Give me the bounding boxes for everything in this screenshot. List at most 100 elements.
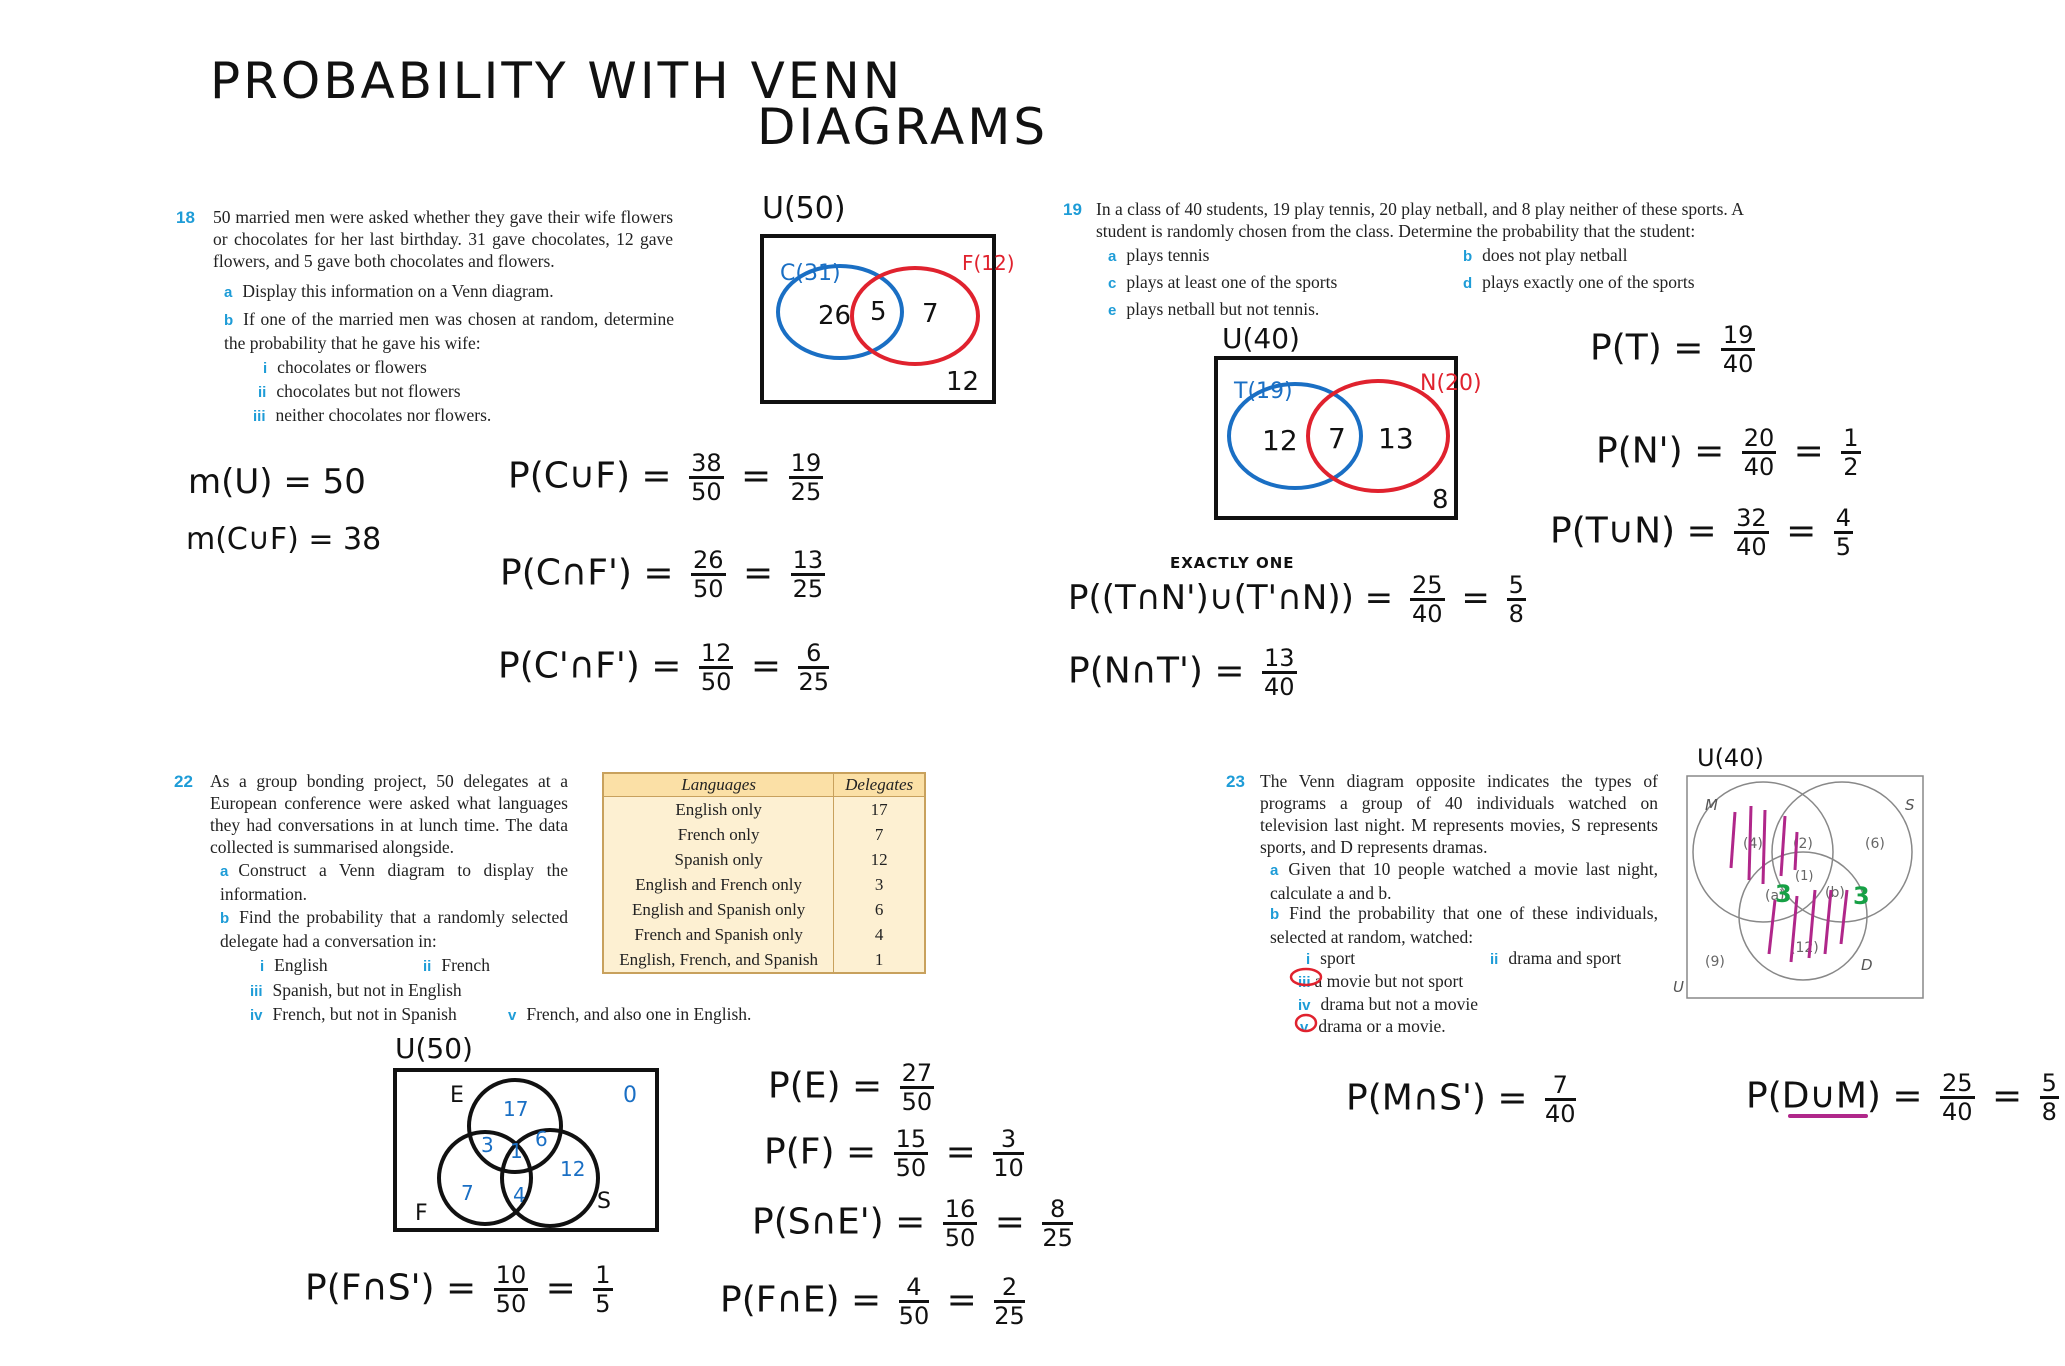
q22-universe-label: U(50): [395, 1032, 473, 1065]
q22-label-f: F: [415, 1201, 428, 1226]
q18-value-c-only: 26: [818, 301, 851, 331]
q23-circle-m: [1692, 781, 1834, 923]
q19-value-both: 7: [1328, 422, 1346, 455]
q22-circle-e: [467, 1078, 563, 1174]
q23-text: The Venn diagram opposite indicates the …: [1260, 771, 1658, 857]
q22-circle-s: [500, 1128, 600, 1228]
q19-label-t: T(19): [1233, 379, 1293, 404]
page-title-line2: DIAGRAMS: [757, 98, 1049, 156]
question-number-19: 19: [1063, 200, 1082, 219]
q19-value-n-only: 13: [1378, 422, 1414, 455]
q18-mu: m(U) = 50: [188, 462, 366, 502]
q22-value-ef: 3: [481, 1133, 494, 1157]
q18-value-f-only: 7: [922, 299, 939, 329]
q23-label-d: D: [1861, 956, 1873, 974]
q19-label-n: N(20): [1420, 371, 1482, 396]
q23-value-s-only: (6): [1865, 836, 1885, 852]
q22-text: As a group bonding project, 50 delegates…: [210, 771, 568, 857]
q19-exactly-one-note: EXACTLY ONE: [1170, 554, 1295, 572]
q23-value-b-answer: 3: [1853, 882, 1870, 910]
q22-label-s: S: [597, 1189, 611, 1214]
q19-value-t-only: 12: [1262, 424, 1298, 457]
q23-circle-s: [1771, 781, 1913, 923]
q18-text: 50 married men were asked whether they g…: [213, 207, 673, 271]
q23-universe-box: [1686, 775, 1924, 999]
q23-value-d-only: (12): [1790, 940, 1819, 956]
q23-value-center: (1): [1795, 869, 1813, 884]
q19-text-line2: student is randomly chosen from the clas…: [1096, 221, 1696, 241]
q19-circle-n: [1306, 379, 1450, 493]
q23-label-m: M: [1705, 796, 1718, 814]
table-header-languages: Languages: [602, 772, 835, 797]
q22-circle-f: [437, 1130, 533, 1226]
q23-value-outside: (9): [1705, 954, 1725, 970]
q23-value-sd: (b): [1825, 885, 1845, 901]
q23-label-u: U: [1673, 978, 1684, 996]
q18-value-outside: 12: [946, 367, 979, 397]
q19-circle-t: [1227, 382, 1363, 490]
question-number-23: 23: [1226, 772, 1245, 791]
q19-text-line1: In a class of 40 students, 19 play tenni…: [1096, 199, 1744, 219]
q23-circle-d: [1738, 851, 1868, 981]
q18-circle-c: [776, 264, 904, 360]
q22-value-efs: 1: [510, 1139, 523, 1163]
q19-universe-box: [1214, 356, 1458, 520]
q22-value-es: 6: [535, 1127, 548, 1151]
question-number-22: 22: [174, 772, 193, 791]
q22-venn-diagram: U(50) E F S 0 17 3 6 1 7 4 12: [393, 1032, 659, 1232]
question-number-18: 18: [176, 208, 195, 227]
q23-universe-hand: U(40): [1697, 744, 1764, 772]
q18-universe-box: [760, 234, 996, 404]
q22-value-f-only: 7: [461, 1181, 474, 1205]
q22-value-outside: 0: [623, 1083, 637, 1108]
table-header-delegates: Delegates: [833, 772, 926, 797]
q19-value-outside: 8: [1432, 485, 1449, 515]
q18-label-c: C(31): [780, 261, 841, 286]
q22-value-e-only: 17: [503, 1097, 528, 1121]
q23-value-m-only: (4): [1743, 836, 1763, 852]
page-title-line1: PROBABILITY WITH VENN: [210, 52, 904, 110]
q23-label-s: S: [1905, 796, 1915, 814]
q18-universe-label: U(50): [762, 191, 846, 226]
q18-label-f: F(12): [962, 251, 1015, 275]
q18-circle-f: [850, 266, 980, 366]
q19-venn-diagram: U(40) T(19) N(20) 12 7 13 8: [1214, 322, 1482, 520]
q23-venn-diagram: U(40) U M S D (4) (2) (6) (1) (a) (b) (1…: [1673, 744, 1924, 999]
